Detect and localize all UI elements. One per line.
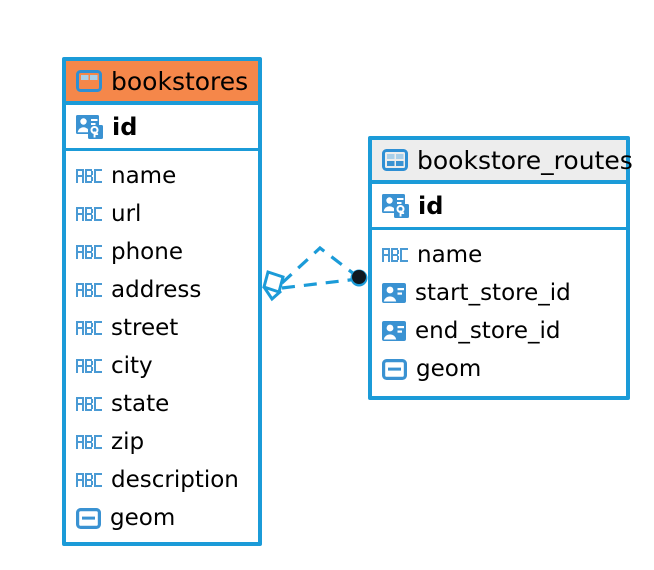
field-row[interactable]: city [66, 347, 258, 385]
primary-key-icon [382, 193, 409, 218]
field-label: name [417, 241, 483, 268]
field-row[interactable]: end_store_id [372, 312, 626, 350]
field-label: street [111, 314, 179, 341]
abc-text-icon [76, 435, 102, 449]
field-row[interactable]: street [66, 309, 258, 347]
field-label: name [111, 162, 177, 189]
field-list-bookstores: name url phone address street city state zip des… [66, 151, 258, 544]
table-name-label: bookstore_routes [417, 145, 633, 175]
field-label: start_store_id [415, 279, 571, 306]
field-label: url [111, 200, 142, 227]
field-label: zip [111, 428, 145, 455]
abc-text-icon [76, 283, 102, 297]
field-row[interactable]: name [372, 236, 626, 274]
field-label: id [418, 191, 444, 220]
field-row[interactable]: geom [372, 350, 626, 388]
field-label: geom [416, 355, 482, 382]
table-icon [382, 149, 408, 171]
table-header-bookstores[interactable]: bookstores [66, 61, 258, 105]
foreign-key-icon [382, 321, 406, 341]
abc-text-icon [76, 397, 102, 411]
relationship-branch-lower [281, 277, 359, 290]
abc-text-icon [76, 245, 102, 259]
field-label: description [111, 466, 239, 493]
field-label: phone [111, 238, 183, 265]
field-row[interactable]: name [66, 157, 258, 195]
geometry-icon [76, 507, 101, 529]
field-label: address [111, 276, 202, 303]
field-label: end_store_id [415, 317, 561, 344]
field-label: id [112, 112, 138, 141]
field-row[interactable]: zip [66, 423, 258, 461]
table-header-bookstore_routes[interactable]: bookstore_routes [372, 140, 633, 184]
primary-key-icon [76, 114, 103, 139]
abc-text-icon [76, 359, 102, 373]
table-icon [76, 70, 102, 92]
field-row-primary-key[interactable]: id [372, 184, 626, 230]
crows-foot-diamond-marker [262, 270, 285, 302]
field-row[interactable]: start_store_id [372, 274, 626, 312]
abc-text-icon [76, 473, 102, 487]
field-row[interactable]: geom [66, 499, 258, 537]
field-row[interactable]: description [66, 461, 258, 499]
field-row[interactable]: url [66, 195, 258, 233]
abc-text-icon [76, 321, 102, 335]
relationship-branch-upper [280, 245, 359, 285]
field-label: state [111, 390, 170, 417]
foreign-key-icon [382, 283, 406, 303]
abc-text-icon [76, 169, 102, 183]
field-label: geom [110, 504, 176, 531]
field-label: city [111, 352, 153, 379]
field-row[interactable]: address [66, 271, 258, 309]
abc-text-icon [382, 248, 408, 262]
abc-text-icon [76, 207, 102, 221]
filled-circle-marker [350, 269, 368, 287]
geometry-icon [382, 358, 407, 380]
field-row-primary-key[interactable]: id [66, 105, 258, 151]
field-row[interactable]: phone [66, 233, 258, 271]
field-row[interactable]: state [66, 385, 258, 423]
table-name-label: bookstores [111, 66, 249, 96]
